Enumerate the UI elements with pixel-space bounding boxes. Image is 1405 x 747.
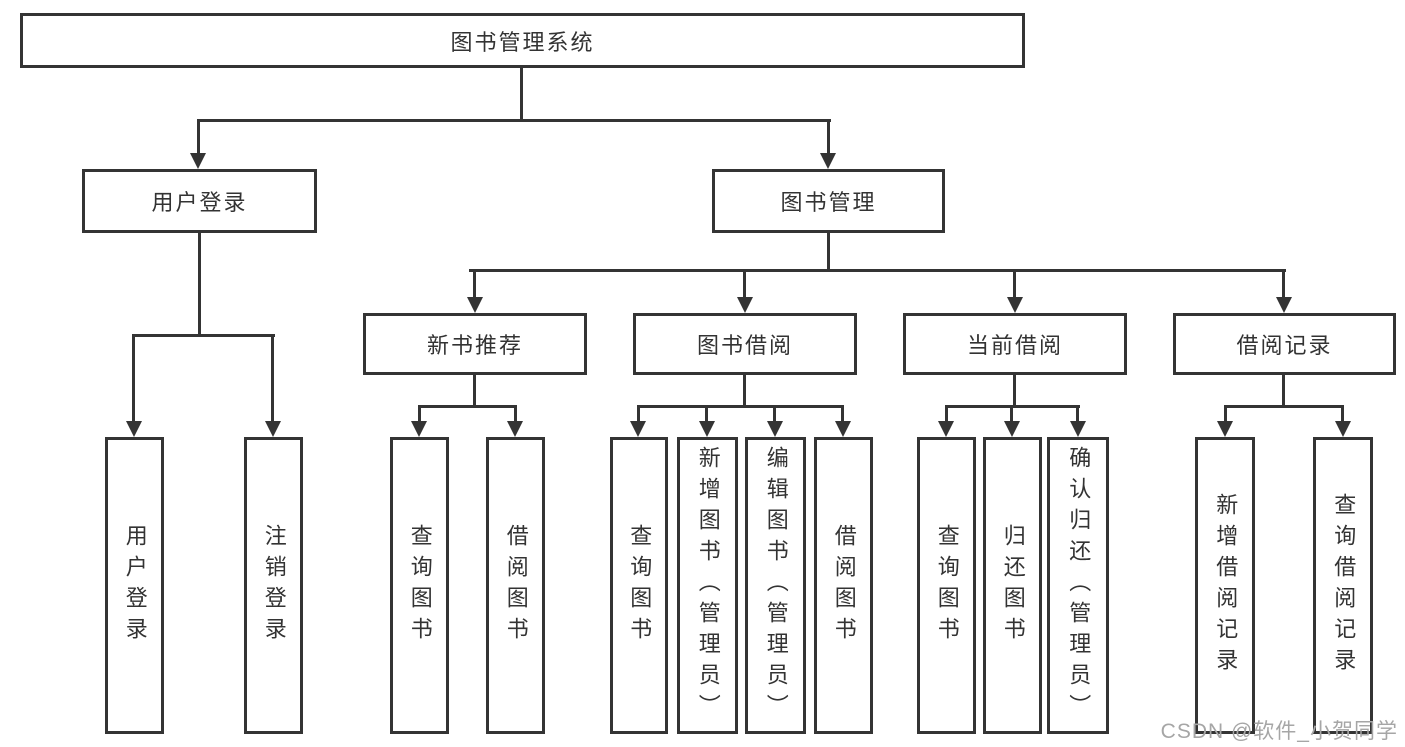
- leaf-logout: 注销登录: [244, 437, 303, 734]
- arrow-down-icon: [467, 297, 483, 313]
- arrow-down-icon: [938, 421, 954, 437]
- connector-line: [637, 405, 640, 423]
- leaf-edit-book-admin: 编辑图书（管理员）: [745, 437, 806, 734]
- arrow-down-icon: [820, 153, 836, 169]
- arrow-down-icon: [630, 421, 646, 437]
- connector-line: [1013, 269, 1016, 299]
- node-label: 用户登录: [151, 190, 248, 215]
- leaf-query-books: 查询图书: [917, 437, 976, 734]
- arrow-down-icon: [835, 421, 851, 437]
- leaf-borrow-books: 借阅图书: [814, 437, 873, 734]
- connector-line: [773, 405, 776, 423]
- connector-line: [1282, 269, 1285, 299]
- arrow-down-icon: [265, 421, 281, 437]
- connector-line: [197, 119, 200, 155]
- node-new-book-recommend: 新书推荐: [363, 313, 587, 375]
- connector-line: [1282, 375, 1285, 407]
- connector-line: [827, 119, 830, 155]
- node-book-management: 图书管理: [712, 169, 945, 233]
- leaf-label: 借阅图书: [831, 523, 857, 648]
- node-label: 图书借阅: [696, 333, 793, 358]
- connector-line: [1341, 405, 1344, 423]
- leaf-label: 查询图书: [627, 523, 653, 648]
- connector-line: [514, 405, 517, 423]
- connector-line: [743, 375, 746, 407]
- leaf-add-borrow-record: 新增借阅记录: [1195, 437, 1255, 734]
- node-label: 图书管理: [780, 190, 877, 215]
- arrow-down-icon: [1004, 421, 1020, 437]
- connector-line: [469, 269, 1286, 272]
- leaf-label: 查询图书: [407, 523, 433, 648]
- arrow-down-icon: [1007, 297, 1023, 313]
- connector-line: [197, 119, 831, 122]
- leaf-query-books: 查询图书: [390, 437, 449, 734]
- watermark-text: CSDN @软件_小贺同学: [1160, 720, 1398, 743]
- leaf-borrow-books: 借阅图书: [486, 437, 545, 734]
- leaf-label: 编辑图书（管理员）: [763, 446, 789, 725]
- arrow-down-icon: [126, 421, 142, 437]
- leaf-label: 查询借阅记录: [1331, 492, 1357, 679]
- connector-line: [827, 233, 830, 272]
- connector-line: [520, 68, 523, 122]
- connector-line: [473, 269, 476, 299]
- leaf-add-book-admin: 新增图书（管理员）: [677, 437, 738, 734]
- leaf-label: 新增图书（管理员）: [695, 446, 721, 725]
- connector-line: [1010, 405, 1013, 423]
- connector-line: [705, 405, 708, 423]
- connector-line: [132, 334, 275, 337]
- arrow-down-icon: [1276, 297, 1292, 313]
- arrow-down-icon: [737, 297, 753, 313]
- arrow-down-icon: [1070, 421, 1086, 437]
- connector-line: [418, 405, 421, 423]
- arrow-down-icon: [507, 421, 523, 437]
- leaf-user-login: 用户登录: [105, 437, 164, 734]
- arrow-down-icon: [411, 421, 427, 437]
- arrow-down-icon: [1335, 421, 1351, 437]
- node-label: 当前借阅: [966, 333, 1063, 358]
- leaf-label: 查询图书: [934, 523, 960, 648]
- node-current-borrow: 当前借阅: [903, 313, 1127, 375]
- connector-line: [473, 375, 476, 407]
- leaf-label: 确认归还（管理员）: [1066, 446, 1092, 725]
- node-user-login: 用户登录: [82, 169, 317, 233]
- node-root: 图书管理系统: [20, 13, 1025, 68]
- node-label: 新书推荐: [426, 333, 523, 358]
- connector-line: [1224, 405, 1344, 408]
- leaf-label: 注销登录: [261, 523, 287, 648]
- leaf-label: 新增借阅记录: [1213, 492, 1239, 679]
- leaf-return-books: 归还图书: [983, 437, 1042, 734]
- node-root-label: 图书管理系统: [450, 29, 595, 55]
- arrow-down-icon: [699, 421, 715, 437]
- connector-line: [418, 405, 517, 408]
- leaf-label: 用户登录: [122, 523, 148, 648]
- connector-line: [1224, 405, 1227, 423]
- connector-line: [637, 405, 844, 408]
- leaf-label: 借阅图书: [503, 523, 529, 648]
- leaf-label: 归还图书: [1000, 523, 1026, 648]
- node-label: 借阅记录: [1236, 333, 1333, 358]
- connector-line: [841, 405, 844, 423]
- connector-line: [271, 334, 274, 423]
- connector-line: [1076, 405, 1079, 423]
- arrow-down-icon: [190, 153, 206, 169]
- arrow-down-icon: [1217, 421, 1233, 437]
- connector-line: [945, 405, 948, 423]
- leaf-confirm-return-admin: 确认归还（管理员）: [1047, 437, 1109, 734]
- node-book-borrow: 图书借阅: [633, 313, 857, 375]
- connector-line: [1013, 375, 1016, 407]
- connector-line: [743, 269, 746, 299]
- connector-line: [132, 334, 135, 423]
- connector-line: [198, 233, 201, 336]
- arrow-down-icon: [767, 421, 783, 437]
- node-borrow-records: 借阅记录: [1173, 313, 1396, 375]
- leaf-query-borrow-record: 查询借阅记录: [1313, 437, 1373, 734]
- leaf-query-books: 查询图书: [610, 437, 668, 734]
